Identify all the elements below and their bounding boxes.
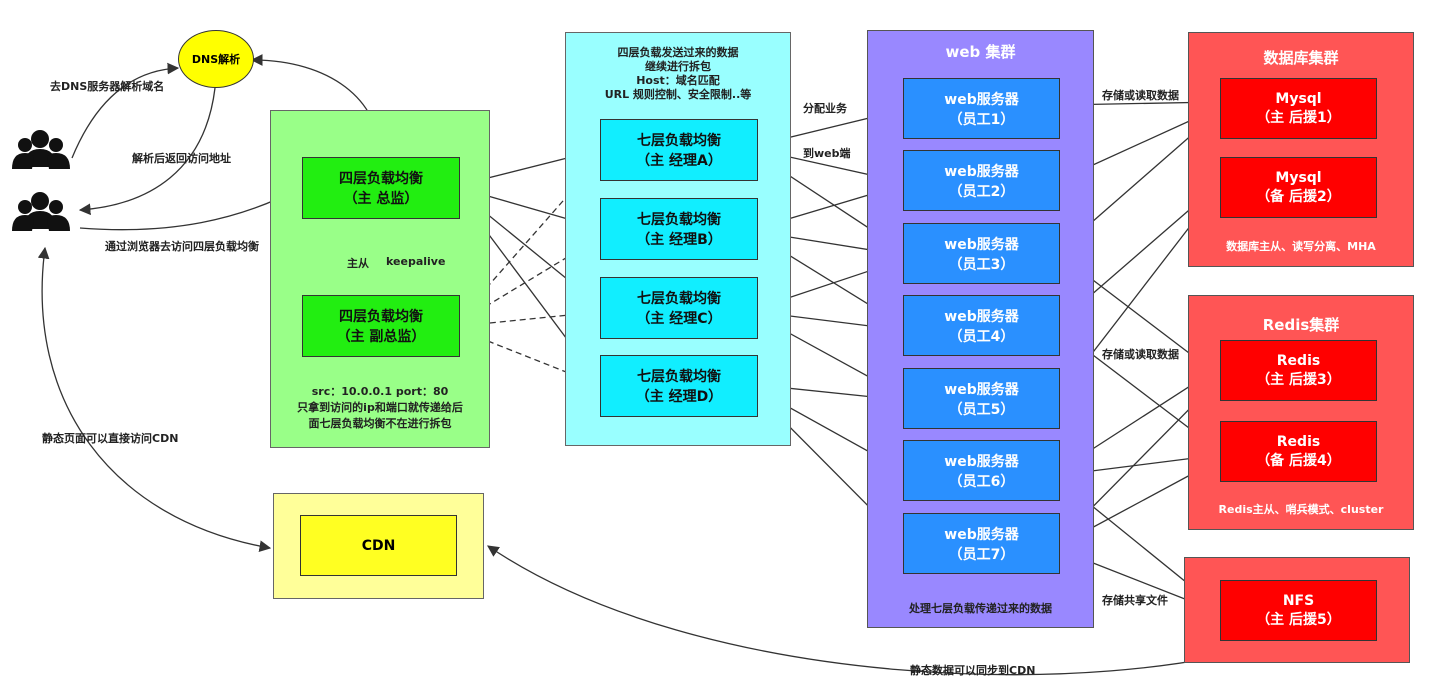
nfs-node: NFS（主 后援5）: [1220, 580, 1377, 641]
l4-primary: 四层负载均衡 （主 总监）: [302, 157, 460, 219]
l7-header-4: URL 规则控制、安全限制..等: [604, 88, 752, 101]
web-server-4: web服务器（员工4）: [903, 295, 1060, 356]
edge-dns-users: [78, 87, 216, 216]
label-assign: 分配业务: [803, 102, 847, 115]
db-footer: 数据库主从、读写分离、MHA: [1226, 240, 1376, 253]
label-return-addr: 解析后返回访问地址: [132, 152, 231, 165]
l7-node-c: 七层负载均衡（主 经理C）: [600, 277, 758, 339]
dns-label: DNS解析: [191, 53, 241, 66]
l7-node-b: 七层负载均衡（主 经理B）: [600, 198, 758, 260]
mysql-backup: Mysql（备 后援2）: [1220, 157, 1377, 218]
label-static-cdn: 静态页面可以直接访问CDN: [42, 432, 179, 445]
db-panel: 数据库集群 数据库主从、读写分离、MHA: [1188, 32, 1414, 267]
redis-primary: Redis（主 后援3）: [1220, 340, 1377, 401]
label-browser: 通过浏览器去访问四层负载均衡: [105, 240, 259, 253]
users-icon: [12, 130, 70, 231]
l7-node-d: 七层负载均衡（主 经理D）: [600, 355, 758, 417]
edge-users-dns: [71, 62, 180, 159]
label-store-read-2: 存储或读取数据: [1102, 348, 1179, 361]
web-server-2: web服务器（员工2）: [903, 150, 1060, 211]
l4-note-2: 只拿到访问的ip和端口就传递给后: [297, 401, 463, 414]
label-go-dns: 去DNS服务器解析域名: [50, 80, 165, 93]
l4-note-3: 面七层负载均衡不在进行拆包: [308, 417, 452, 430]
label-keepalive: keepalive: [386, 255, 446, 268]
l7-header-1: 四层负载发送过来的数据: [617, 46, 739, 59]
label-master-slave: 主从: [347, 257, 369, 270]
l7-node-a: 七层负载均衡（主 经理A）: [600, 119, 758, 181]
web-server-7: web服务器（员工7）: [903, 513, 1060, 574]
l7-header-3: Host：域名匹配: [636, 74, 720, 87]
l4-backup: 四层负载均衡 （主 副总监）: [302, 295, 460, 357]
db-title: 数据库集群: [1263, 49, 1339, 67]
redis-title: Redis集群: [1262, 316, 1340, 334]
web-server-3: web服务器（员工3）: [903, 223, 1060, 284]
mysql-primary: Mysql（主 后援1）: [1220, 78, 1377, 139]
web-server-6: web服务器（员工6）: [903, 440, 1060, 501]
edge-users-l4: [79, 187, 302, 231]
l4-note-1: src：10.0.0.1 port：80: [311, 385, 449, 398]
label-to-web: 到web端: [803, 147, 851, 160]
redis-panel: Redis集群 Redis主从、哨兵模式、cluster: [1188, 295, 1414, 530]
web-footer: 处理七层负载传递过来的数据: [909, 602, 1052, 615]
label-sync-cdn: 静态数据可以同步到CDN: [910, 664, 1036, 677]
label-store-share: 存储共享文件: [1102, 594, 1168, 607]
cdn-node: CDN: [300, 515, 457, 576]
redis-footer: Redis主从、哨兵模式、cluster: [1218, 503, 1384, 516]
web-server-5: web服务器（员工5）: [903, 368, 1060, 429]
web-title: web 集群: [945, 43, 1016, 61]
label-store-read-1: 存储或读取数据: [1102, 89, 1179, 102]
web-server-1: web服务器（员工1）: [903, 78, 1060, 139]
l7-header-2: 继续进行拆包: [645, 60, 711, 73]
edge-users-cdn: [37, 246, 272, 552]
redis-backup: Redis（备 后援4）: [1220, 421, 1377, 482]
dns-node: DNS解析: [178, 30, 254, 88]
